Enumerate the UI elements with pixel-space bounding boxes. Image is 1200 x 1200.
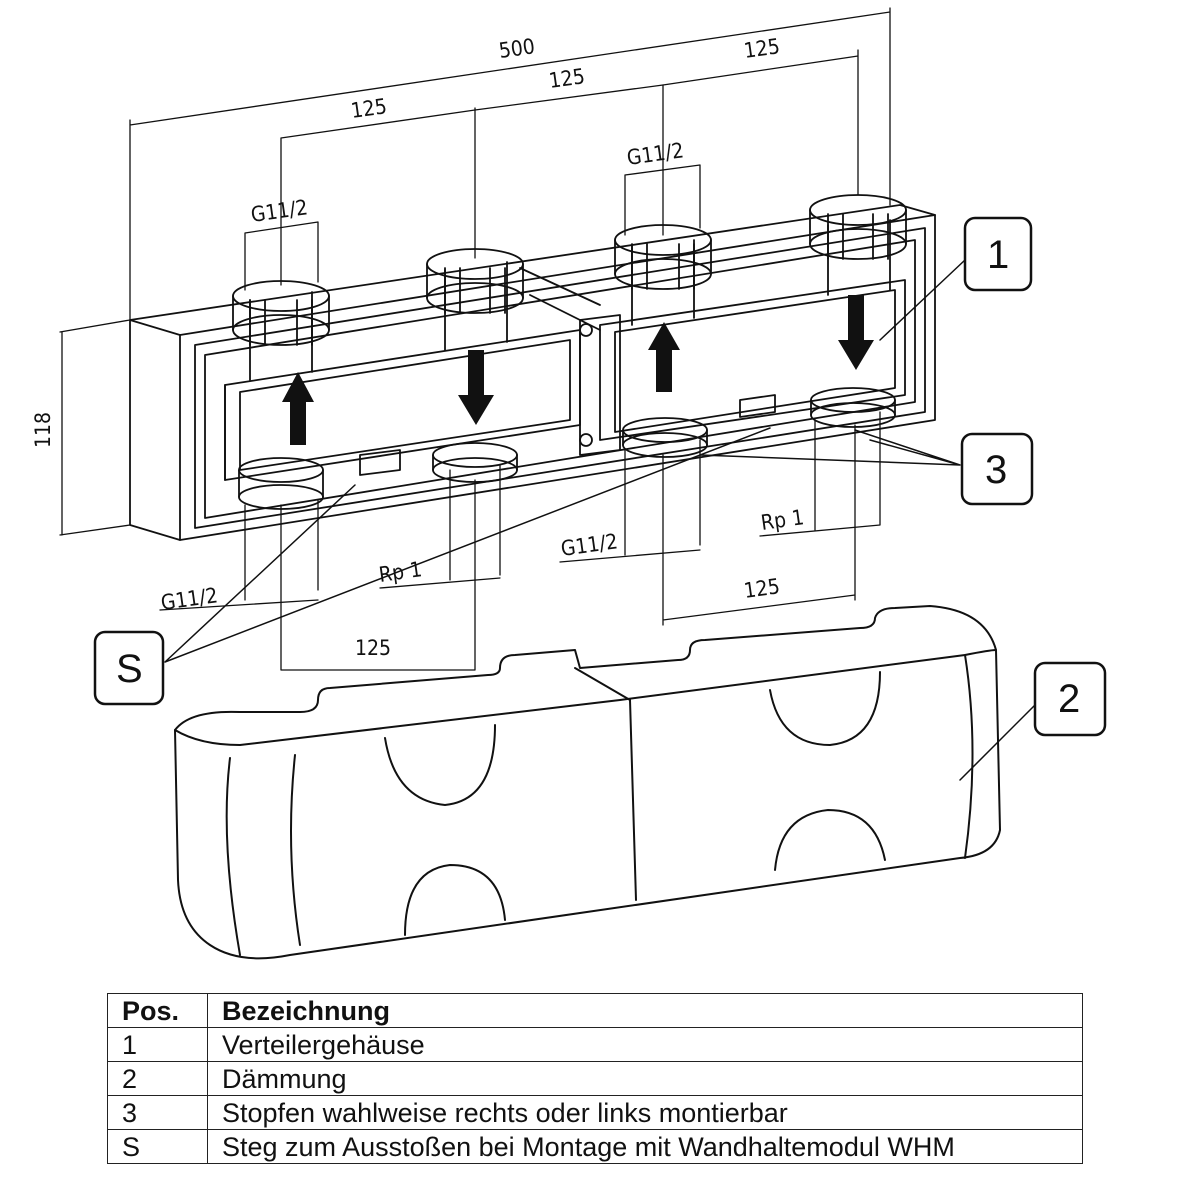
- legend-name: Stopfen wahlweise rechts oder links mont…: [207, 1095, 1083, 1130]
- arrow-up-1: [282, 372, 314, 445]
- legend-name: Verteilergehäuse: [207, 1027, 1083, 1062]
- legend-pos: 2: [107, 1061, 208, 1096]
- dim-spacing-left-top: 125: [349, 94, 388, 123]
- technical-drawing: 500 125 125 125 G11/2 G11/2 118 G11/2 Rp…: [31, 7, 1107, 960]
- dim-height: 118: [31, 412, 55, 448]
- dim-spacing-right-top: 125: [742, 34, 781, 63]
- callout-leaders: [164, 259, 1036, 781]
- dim-thread-bottom-mid: G11/2: [559, 529, 619, 561]
- callout-1-label: 1: [987, 233, 1009, 277]
- callout-2-box: [1033, 661, 1107, 737]
- legend-header-name: Bezeichnung: [207, 993, 1083, 1028]
- legend-name: Dämmung: [207, 1061, 1083, 1096]
- callout-3-label: 3: [985, 448, 1007, 492]
- dim-thread-rp-right: Rp 1: [759, 505, 805, 535]
- dim-thread-bottom-left: G11/2: [159, 583, 219, 615]
- insulation-shell: [174, 605, 1001, 960]
- legend-pos: 1: [107, 1027, 208, 1062]
- dim-spacing-bottom-left: 125: [355, 636, 391, 660]
- legend-name: Steg zum Ausstoßen bei Montage mit Wandh…: [207, 1129, 1083, 1164]
- callout-2-label: 2: [1058, 677, 1080, 721]
- callout-3-box: [960, 432, 1034, 506]
- arrow-up-3: [648, 322, 680, 392]
- legend-row: 3 Stopfen wahlweise rechts oder links mo…: [107, 1095, 1083, 1130]
- callout-1-box: [963, 216, 1033, 292]
- callout-S-box: [93, 630, 165, 706]
- arrow-down-4: [838, 295, 874, 370]
- distributor-housing: [224, 267, 906, 481]
- top-connector-1: [232, 280, 330, 381]
- top-connector-3: [614, 224, 712, 326]
- dim-thread-top-right: G11/2: [625, 138, 685, 170]
- dim-total-width: 500: [497, 34, 536, 63]
- dim-thread-top-left: G11/2: [249, 195, 309, 227]
- legend-table: Pos. Bezeichnung 1 Verteilergehäuse 2 Dä…: [107, 993, 1083, 1164]
- legend-header-row: Pos. Bezeichnung: [107, 993, 1083, 1028]
- legend-header-pos: Pos.: [107, 993, 208, 1028]
- top-connector-4: [809, 194, 907, 296]
- dim-spacing-bottom-right: 125: [742, 574, 781, 603]
- dim-spacing-middle-top: 125: [547, 64, 586, 93]
- bottom-connectors: [238, 387, 896, 510]
- callout-S-label: S: [116, 647, 143, 691]
- legend-row: S Steg zum Ausstoßen bei Montage mit Wan…: [107, 1129, 1083, 1164]
- dimension-lines: [59, 7, 891, 671]
- dim-thread-rp-left: Rp 1: [377, 557, 423, 587]
- arrow-down-2: [458, 350, 494, 425]
- legend-pos: 3: [107, 1095, 208, 1130]
- legend-row: 1 Verteilergehäuse: [107, 1027, 1083, 1062]
- flow-arrows: [282, 295, 874, 445]
- legend-row: 2 Dämmung: [107, 1061, 1083, 1096]
- legend-pos: S: [107, 1129, 208, 1164]
